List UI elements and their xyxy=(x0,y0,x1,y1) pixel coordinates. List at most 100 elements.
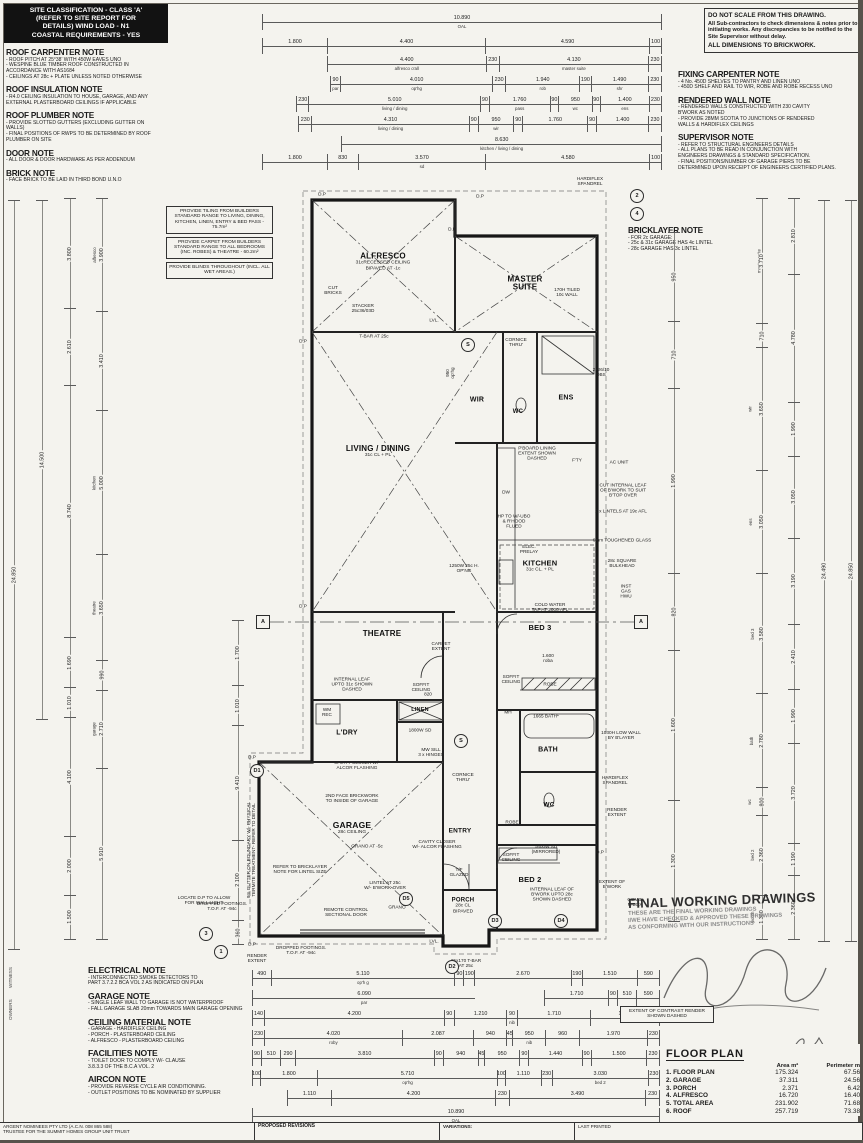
spec-box: PROVIDE CARPET FROM BUILDERS STANDARD RA… xyxy=(166,236,273,259)
annotation: ELEC.PRELAY xyxy=(519,543,539,554)
note-line: - REFER TO STRUCTURAL ENGINEERS DETAILS xyxy=(678,141,794,148)
room-name: ALFRESCO xyxy=(360,251,406,261)
note-line: - GARAGE - HARDIFLEX CEILING xyxy=(88,1026,167,1033)
note-line: - ROOF PITCH AT 25°38' WITH 450W EAVES U… xyxy=(6,56,122,63)
dimension-segment: 1.710 xyxy=(516,1010,591,1026)
floor-table-header-perimeter: Perimeter m xyxy=(826,1063,860,1069)
dimension-segment: 230 xyxy=(252,1030,265,1046)
floor-plan-table: FLOOR PLAN Area m² Perimeter m 1. FLOOR … xyxy=(666,1044,860,1116)
dimension-segment: 90 xyxy=(454,970,464,986)
annotation: LVL. xyxy=(429,317,439,323)
annotation: ROBE xyxy=(543,681,557,687)
dimension-segment: 4.590 xyxy=(484,38,650,54)
note-block: CEILING MATERIAL NOTE- GARAGE - HARDIFLE… xyxy=(88,1017,260,1045)
dimension-segment: 710 xyxy=(756,322,768,348)
annotation: GRANO xyxy=(388,904,406,910)
dimension-segment: 1.110 xyxy=(504,1070,541,1086)
note-block: FACILITIES NOTE- TOILET DOOR TO COMPLY W… xyxy=(88,1049,260,1070)
note-title: FACILITIES NOTE xyxy=(88,1048,158,1059)
note-title: DOOR NOTE xyxy=(6,148,54,158)
dimension-segment: 230 xyxy=(296,96,309,112)
dimension-segment: 230 xyxy=(645,1090,661,1106)
dimension-segment: 90 xyxy=(443,1010,455,1026)
note-title: ROOF INSULATION NOTE xyxy=(6,85,103,95)
marker-d4: D4 xyxy=(554,914,568,928)
dimension-segment: 24.490 xyxy=(818,200,830,942)
note-title: SUPERVISOR NOTE xyxy=(678,133,754,143)
dimension-segment: 230 xyxy=(647,1070,661,1086)
annotation: COMB.M'BOX xyxy=(627,896,643,907)
note-block: ROOF CARPENTER NOTE- ROOF PITCH AT 25°38… xyxy=(6,48,164,80)
dimension-segment: 1.800 xyxy=(259,1070,318,1086)
dimension-segment: 230 xyxy=(494,1090,509,1106)
dimension-segment: 960 xyxy=(545,1030,579,1046)
site-classification-box: SITE CLASSIFICATION - CLASS 'A' (REFER T… xyxy=(4,4,168,43)
dimension-segment: 1.300 xyxy=(668,799,680,922)
dimension-segment: 2.087 xyxy=(401,1030,474,1046)
room-name: L'DRY xyxy=(336,729,358,737)
annotation: D.P xyxy=(318,191,326,197)
footer-variations: VARIATIONS: xyxy=(440,1123,575,1140)
dimension-segment: 290 xyxy=(280,1050,295,1066)
dimension-segment xyxy=(262,56,327,72)
annotation: 1800W SD xyxy=(408,727,432,733)
room-name: BATH xyxy=(538,746,558,754)
note-block: ROOF INSULATION NOTE- R4.0 CEILING INSUL… xyxy=(6,85,164,106)
room-label: BED 3 xyxy=(528,624,551,632)
annotation: MH xyxy=(504,709,512,715)
note-line: - PROVIDE REVERSE CYCLE AIR CONDITIONING… xyxy=(88,1083,207,1090)
edge-label: WITNESS xyxy=(8,967,13,988)
dimension-segment: 230 xyxy=(646,1050,661,1066)
dimension-segment: 1.190 xyxy=(788,842,800,876)
note-line: - TOILET DOOR TO COMPLY W/- CLAUSE xyxy=(88,1057,186,1064)
marker-d2: D2 xyxy=(445,960,459,974)
dimension-segment: 45 xyxy=(477,1050,484,1066)
marker-4: 4 xyxy=(630,207,644,221)
title-block-footer: ARGENT NOMINEES PTY LTD (A.C.N. 008 865 … xyxy=(0,1122,863,1140)
room-name: BED 2 xyxy=(518,875,542,885)
dimension-segment: 3.050 xyxy=(788,455,800,538)
dimension-segment: 2.610 xyxy=(64,308,76,385)
dimension-segment: 230 xyxy=(647,76,663,92)
dimension-segment: 230 xyxy=(648,116,662,132)
dimension-segment: 190 xyxy=(579,76,591,92)
room-name: MASTER SUITE xyxy=(507,274,543,292)
room-label: MASTER SUITE xyxy=(496,274,554,293)
note-line: - RENDERED WALLS CONSTRUCTED WITH 230 CA… xyxy=(678,104,810,111)
dimension-segment: 100 xyxy=(252,1070,261,1086)
note-line: - 450D SHELF AND RAIL TO WIR, ROBE AND R… xyxy=(678,84,833,91)
dimension-column: 3.710master suite7103.650wir3.050ens3.58… xyxy=(747,198,768,940)
dimension-segment: 90 xyxy=(252,1050,261,1066)
note-title: BRICK NOTE xyxy=(6,168,55,178)
room-name: GARAGE xyxy=(332,819,372,830)
